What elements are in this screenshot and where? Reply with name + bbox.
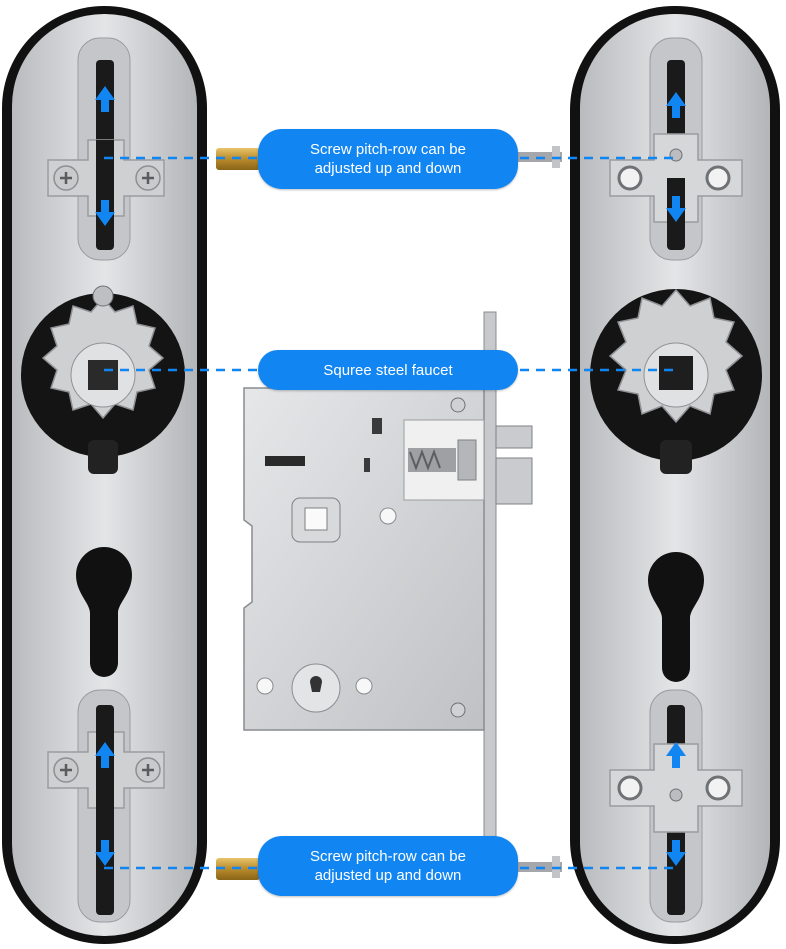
- phillips-screw-icon: [52, 164, 80, 192]
- phillips-screw-icon: [134, 164, 162, 192]
- callout-screw-pitch-top: Screw pitch-row can be adjusted up and d…: [258, 129, 518, 189]
- phillips-screw-icon: [134, 756, 162, 784]
- mortise-lock-body: [243, 311, 533, 843]
- callout-middle-text: Squree steel faucet: [323, 361, 453, 379]
- callout-screw-pitch-bottom: Screw pitch-row can be adjusted up and d…: [258, 836, 518, 896]
- left-lock-plate: [2, 6, 207, 944]
- callout-top-text: Screw pitch-row can be adjusted up and d…: [310, 141, 466, 177]
- callout-bottom-text: Screw pitch-row can be adjusted up and d…: [310, 848, 466, 884]
- right-lock-plate: [570, 6, 780, 944]
- up-down-arrow-icon: [95, 86, 686, 866]
- phillips-screw-icon: [52, 756, 80, 784]
- callout-square-steel-faucet: Squree steel faucet: [258, 350, 518, 390]
